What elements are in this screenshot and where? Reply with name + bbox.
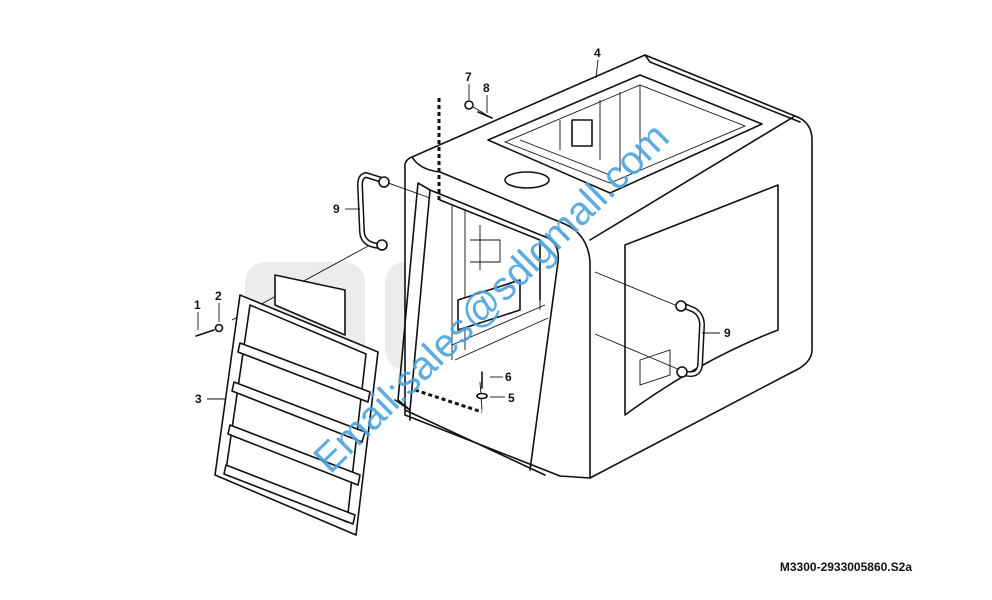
callout-9-left: 9 — [333, 202, 340, 216]
handle-left — [356, 171, 390, 251]
callout-5: 5 — [508, 391, 515, 405]
callout-leaders — [197, 59, 720, 400]
callout-9-right: 9 — [724, 326, 731, 340]
callout-1: 1 — [194, 298, 201, 312]
callout-3: 3 — [195, 392, 202, 406]
cab-body — [231, 54, 813, 479]
callout-4: 4 — [594, 46, 601, 60]
fasteners — [195, 100, 493, 400]
callout-2: 2 — [215, 289, 222, 303]
handle-right — [675, 300, 706, 378]
callout-7: 7 — [465, 70, 472, 84]
callout-8: 8 — [483, 81, 490, 95]
drawing-code: M3300-2933005860.S2a — [779, 560, 912, 574]
ladder — [214, 274, 379, 536]
callout-6: 6 — [505, 370, 512, 384]
